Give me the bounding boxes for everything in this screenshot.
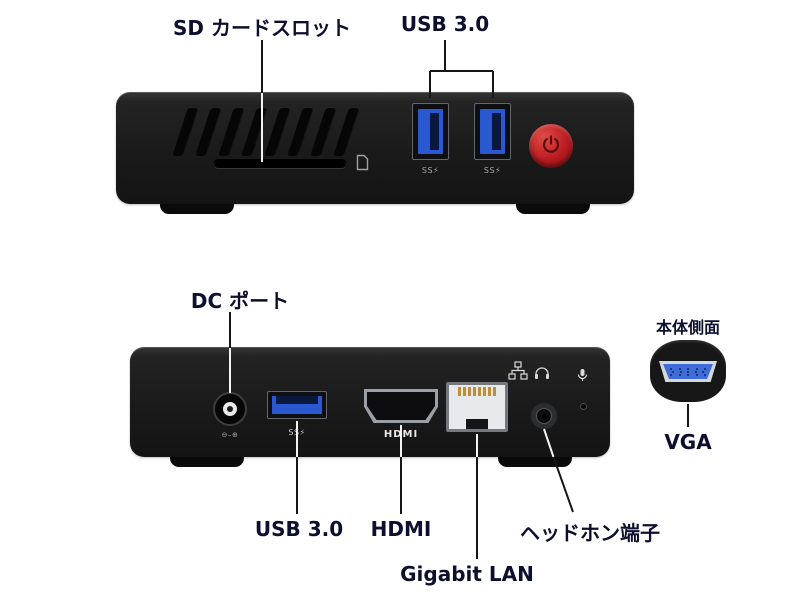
headphone-jack-hole: [541, 413, 547, 419]
vga-pin-row: [668, 370, 708, 373]
vent-slat: [264, 108, 291, 156]
vent-slat: [333, 108, 360, 156]
usb-slot: [430, 113, 439, 150]
label-sd-card-slot: SD カードスロット: [173, 16, 351, 40]
usb-slot: [492, 113, 501, 150]
label-headphone-jack: ヘッドホン端子: [520, 521, 660, 545]
power-icon: [541, 134, 561, 158]
mic-hole: [580, 403, 587, 410]
usb3-port-front-left: [412, 103, 449, 160]
label-hdmi: HDMI: [370, 517, 432, 541]
power-button: [529, 124, 573, 168]
mic-icon: [577, 367, 588, 386]
vent-slat: [172, 108, 199, 156]
vent-slat: [195, 108, 222, 156]
usb3-port-front-right: [474, 103, 511, 160]
vent-slat: [287, 108, 314, 156]
label-dc-port: DC ポート: [190, 289, 290, 313]
headphone-jack-ring: [536, 408, 552, 424]
lan-contacts: [458, 387, 496, 396]
hdmi-port-cavity: [367, 392, 435, 420]
vga-pin-row: [668, 367, 708, 370]
usb-ss-marking: SS⚡: [483, 166, 502, 175]
vga-port: [659, 361, 717, 382]
vga-port-face: [663, 364, 713, 379]
dc-port-ring: [223, 402, 237, 416]
usb3-port-rear: [267, 391, 327, 419]
sd-card-icon: [356, 154, 369, 175]
label-usb30-rear: USB 3.0: [254, 517, 344, 541]
dc-port-pin: [227, 406, 233, 412]
dc-polarity-icon: ⊖–⊕: [221, 431, 239, 439]
hdmi-port: [364, 389, 438, 423]
rear-device-body: ⊖–⊕ SS⚡ HDMI: [130, 347, 610, 457]
label-usb30-front: USB 3.0: [400, 12, 490, 36]
vent-slat: [241, 108, 268, 156]
front-device-body: SS⚡ SS⚡: [116, 92, 634, 204]
dc-power-port: [213, 392, 247, 426]
gigabit-lan-port: [446, 382, 508, 432]
vent-slat: [310, 108, 337, 156]
headphone-icon: [534, 365, 550, 384]
usb-ss-marking: SS⚡: [421, 166, 440, 175]
hdmi-port-marking: HDMI: [383, 429, 419, 440]
network-icon: [508, 361, 528, 384]
vga-pin-row: [668, 373, 708, 376]
lan-clip-notch: [466, 419, 488, 429]
vent-slat: [218, 108, 245, 156]
label-gigabit-lan: Gigabit LAN: [400, 562, 534, 586]
label-vga: VGA: [664, 430, 712, 454]
label-side-view: 本体側面: [655, 318, 721, 337]
usb-ss-marking: SS⚡: [288, 428, 306, 437]
usb-slot: [276, 396, 318, 404]
sd-card-slot: [214, 159, 346, 168]
headphone-jack: [531, 403, 557, 429]
